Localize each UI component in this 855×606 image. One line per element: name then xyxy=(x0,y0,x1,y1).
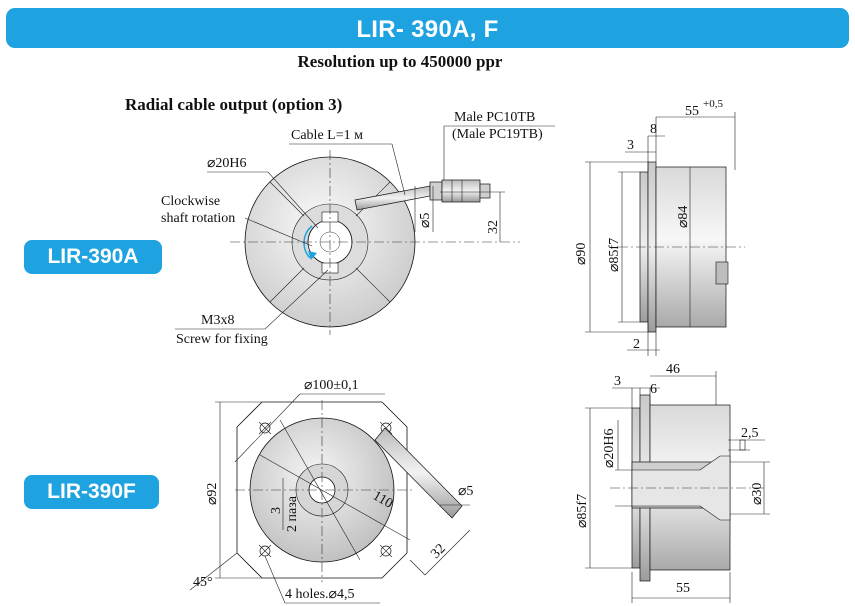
male-connector-label: Male PC10TB xyxy=(454,110,535,125)
rotation-label-line1: Clockwise xyxy=(161,194,220,209)
screw-note-label: Screw for fixing xyxy=(176,332,268,347)
lir-390f-side-view xyxy=(610,394,765,582)
length-tolerance-a: +0,5 xyxy=(703,98,723,110)
flange-dim-f: 6 xyxy=(650,382,657,397)
bore-dia-dim-f: ⌀20H6 xyxy=(602,428,617,468)
lir-390a-cable xyxy=(354,179,491,211)
screw-size-label: M3x8 xyxy=(201,313,234,328)
shaft-dia-dim-f: ⌀30 xyxy=(750,483,765,505)
cable-dia-dim-a: ⌀5 xyxy=(418,213,433,228)
cable-offset-dim-f: 32 xyxy=(428,541,449,562)
outer-dia-dim-a: ⌀90 xyxy=(574,243,589,265)
groove-count-label: 3 xyxy=(269,507,284,514)
lir-390a-side-view xyxy=(618,161,745,333)
male-connector-alt-label: (Male PC19TB) xyxy=(452,127,543,142)
length-bottom-dim-f: 55 xyxy=(676,581,690,596)
title-banner: LIR- 390A, F xyxy=(6,8,849,48)
gap-dim-a: 2 xyxy=(633,337,640,352)
step-dim-f: 3 xyxy=(614,374,621,389)
model-badge-lir-390a: LIR-390A xyxy=(24,240,162,274)
cable-offset-dim-a: 32 xyxy=(486,220,501,234)
bolt-circle-label: ⌀100±0,1 xyxy=(304,378,359,393)
angle-label: 45° xyxy=(193,575,213,590)
rotation-arrow-icon xyxy=(303,225,313,259)
model-badge-lir-390f: LIR-390F xyxy=(24,475,159,509)
flange-dim-a: 8 xyxy=(650,122,657,137)
cable-length-label: Cable L=1 м xyxy=(291,128,363,143)
length-top-dim-f: 46 xyxy=(666,362,680,377)
page-title: LIR- 390A, F xyxy=(356,16,499,43)
shaft-bore-label-a: ⌀20H6 xyxy=(207,156,247,171)
holes-label: 4 holes.⌀4,5 xyxy=(285,587,354,602)
cable-dia-label-f: ⌀5 xyxy=(458,484,473,499)
lir-390f-front-view xyxy=(235,400,463,582)
length-dim-a: 55 xyxy=(685,104,699,119)
section-title: Radial cable output (option 3) xyxy=(125,95,343,114)
groove-word-label: 2 паза xyxy=(285,495,300,532)
pilot-dia-dim-f: ⌀85f7 xyxy=(575,494,590,528)
body-dia-dim-a: ⌀84 xyxy=(676,206,691,228)
resolution-subtitle: Resolution up to 450000 ppr xyxy=(297,52,503,71)
rotation-label-line2: shaft rotation xyxy=(161,211,235,226)
pilot-dia-dim-a: ⌀85f7 xyxy=(607,238,622,272)
groove-dim-f: 2,5 xyxy=(741,426,759,441)
height-dim-f: ⌀92 xyxy=(205,483,220,505)
step-dim-a: 3 xyxy=(627,138,634,153)
